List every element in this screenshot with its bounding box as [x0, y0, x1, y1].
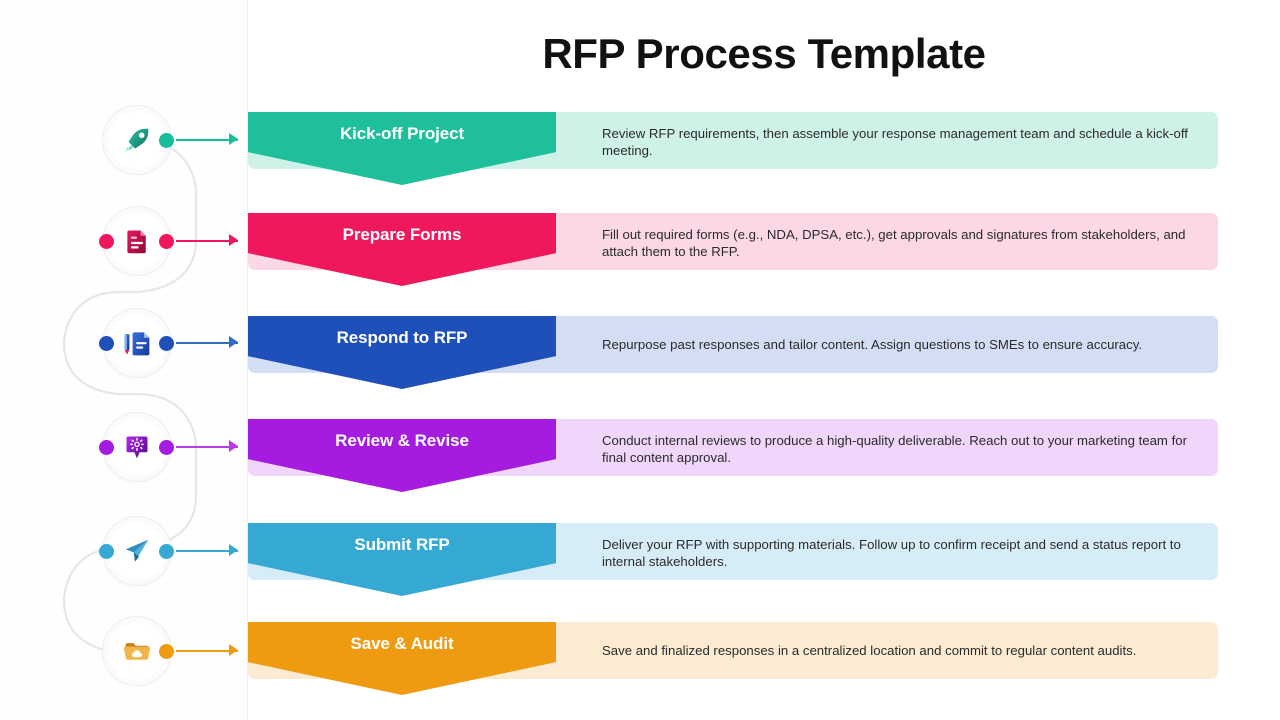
step-dot-right-1: [159, 133, 174, 148]
step-label-5: Submit RFP: [354, 535, 450, 554]
review-bubble-icon: [126, 436, 148, 459]
step-dot-right-2: [159, 234, 174, 249]
step-node-3[interactable]: [108, 314, 166, 372]
step-dot-right-5: [159, 544, 174, 559]
step-description-2: Fill out required forms (e.g., NDA, DPSA…: [602, 227, 1186, 259]
step-dot-left-2: [99, 234, 114, 249]
step-description-5: Deliver your RFP with supporting materia…: [602, 537, 1181, 569]
cloud-folder-icon: [123, 643, 151, 660]
step-node-2[interactable]: [108, 212, 166, 270]
step-arrow-5: [176, 544, 238, 558]
step-arrow-2: [176, 234, 238, 248]
paper-plane-icon: [125, 539, 149, 562]
step-arrow-3: [176, 336, 238, 350]
page-title: RFP Process Template: [542, 30, 986, 77]
step-arrow-6: [176, 644, 238, 658]
step-description-6: Save and finalized responses in a centra…: [602, 643, 1137, 658]
step-dot-right-6: [159, 644, 174, 659]
step-dot-left-5: [99, 544, 114, 559]
step-chevron-6[interactable]: Save & Audit: [248, 622, 556, 695]
step-description-3: Repurpose past responses and tailor cont…: [602, 337, 1143, 352]
step-arrow-4: [176, 440, 238, 454]
step-label-1: Kick-off Project: [339, 124, 465, 143]
snake-connector-path: [62, 138, 198, 654]
step-node-4[interactable]: [108, 418, 166, 476]
step-label-2: Prepare Forms: [342, 225, 462, 244]
pen-document-icon: [124, 332, 150, 356]
rail-divider: [247, 0, 248, 720]
step-dot-right-3: [159, 336, 174, 351]
step-label-3: Respond to RFP: [336, 328, 468, 347]
step-chevron-4[interactable]: Review & Revise: [248, 419, 556, 492]
step-chevron-2[interactable]: Prepare Forms: [248, 213, 556, 286]
step-label-4: Review & Revise: [335, 431, 469, 450]
rocket-icon: [125, 128, 149, 152]
step-dot-left-3: [99, 336, 114, 351]
step-dot-left-4: [99, 440, 114, 455]
step-label-6: Save & Audit: [350, 634, 454, 653]
process-timeline-rail: [0, 0, 248, 720]
step-arrow-1: [176, 133, 238, 147]
step-chevron-5[interactable]: Submit RFP: [248, 523, 556, 596]
step-node-6[interactable]: [108, 622, 166, 680]
step-chevron-3[interactable]: Respond to RFP: [248, 316, 556, 389]
step-node-1[interactable]: [108, 111, 166, 169]
step-dot-right-4: [159, 440, 174, 455]
signed-document-icon: [127, 230, 146, 254]
step-description-4: Conduct internal reviews to produce a hi…: [602, 433, 1187, 465]
step-node-5[interactable]: [108, 522, 166, 580]
step-chevron-1[interactable]: Kick-off Project: [248, 112, 556, 185]
step-description-1: Review RFP requirements, then assemble y…: [602, 126, 1188, 158]
